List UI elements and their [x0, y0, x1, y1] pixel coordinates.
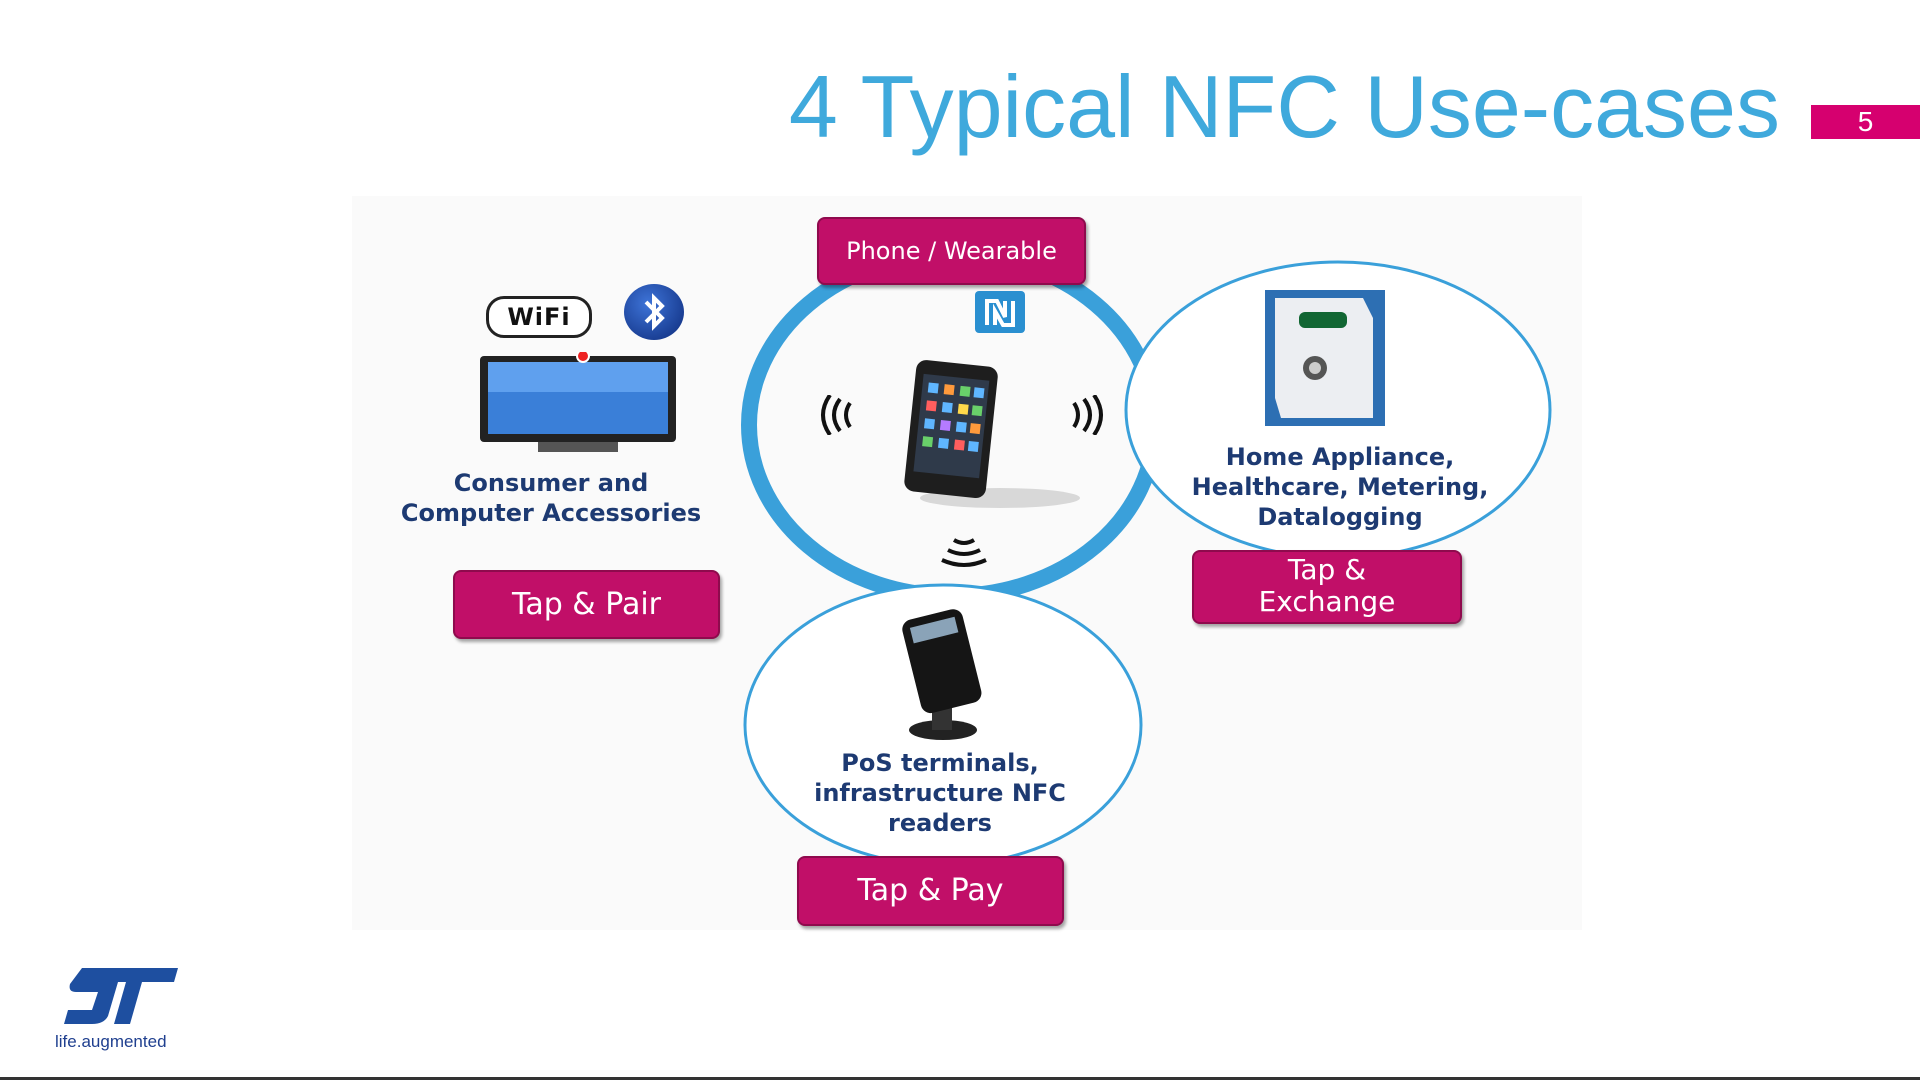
- tv-monitor-icon: [480, 352, 676, 452]
- appliance-caption-line3: Datalogging: [1257, 503, 1423, 531]
- st-logo-icon: [64, 968, 178, 1024]
- tap-and-exchange-button: Tap & Exchange: [1192, 550, 1462, 624]
- pos-caption-line1: PoS terminals,: [841, 749, 1039, 777]
- appliance-caption-line2: Healthcare, Metering,: [1191, 473, 1489, 501]
- pos-caption-line3: readers: [888, 809, 992, 837]
- bluetooth-icon: [624, 284, 684, 340]
- smart-meter-icon: [1265, 290, 1385, 426]
- wifi-logo-icon: WiFi: [486, 296, 592, 338]
- st-tagline: life.augmented: [55, 1032, 167, 1051]
- smartphone-icon: [904, 360, 1080, 508]
- tap-and-pair-button: Tap & Pair: [453, 570, 720, 639]
- wave-left-icon: [821, 395, 852, 435]
- nfc-logo-icon: [975, 291, 1025, 333]
- wifi-logo-text: WiFi: [507, 303, 571, 331]
- tap-and-exchange-line2: Exchange: [1258, 585, 1396, 618]
- appliance-caption-line1: Home Appliance,: [1225, 443, 1455, 471]
- wave-right-icon: [1072, 395, 1103, 435]
- pos-terminal-icon: [902, 609, 982, 740]
- slide-title: 4 Typical NFC Use-cases: [788, 57, 1780, 156]
- page-number: 5: [1811, 105, 1920, 139]
- tap-and-exchange-line1: Tap &: [1287, 553, 1367, 586]
- footer-divider: [0, 1077, 1920, 1080]
- tap-and-pay-button: Tap & Pay: [797, 856, 1064, 926]
- pos-caption-line2: infrastructure NFC: [814, 779, 1066, 807]
- consumer-caption-line1: Consumer and: [453, 469, 649, 497]
- wave-down-icon: [941, 538, 987, 567]
- consumer-caption-line2: Computer Accessories: [400, 499, 702, 527]
- phone-wearable-label: Phone / Wearable: [817, 217, 1086, 285]
